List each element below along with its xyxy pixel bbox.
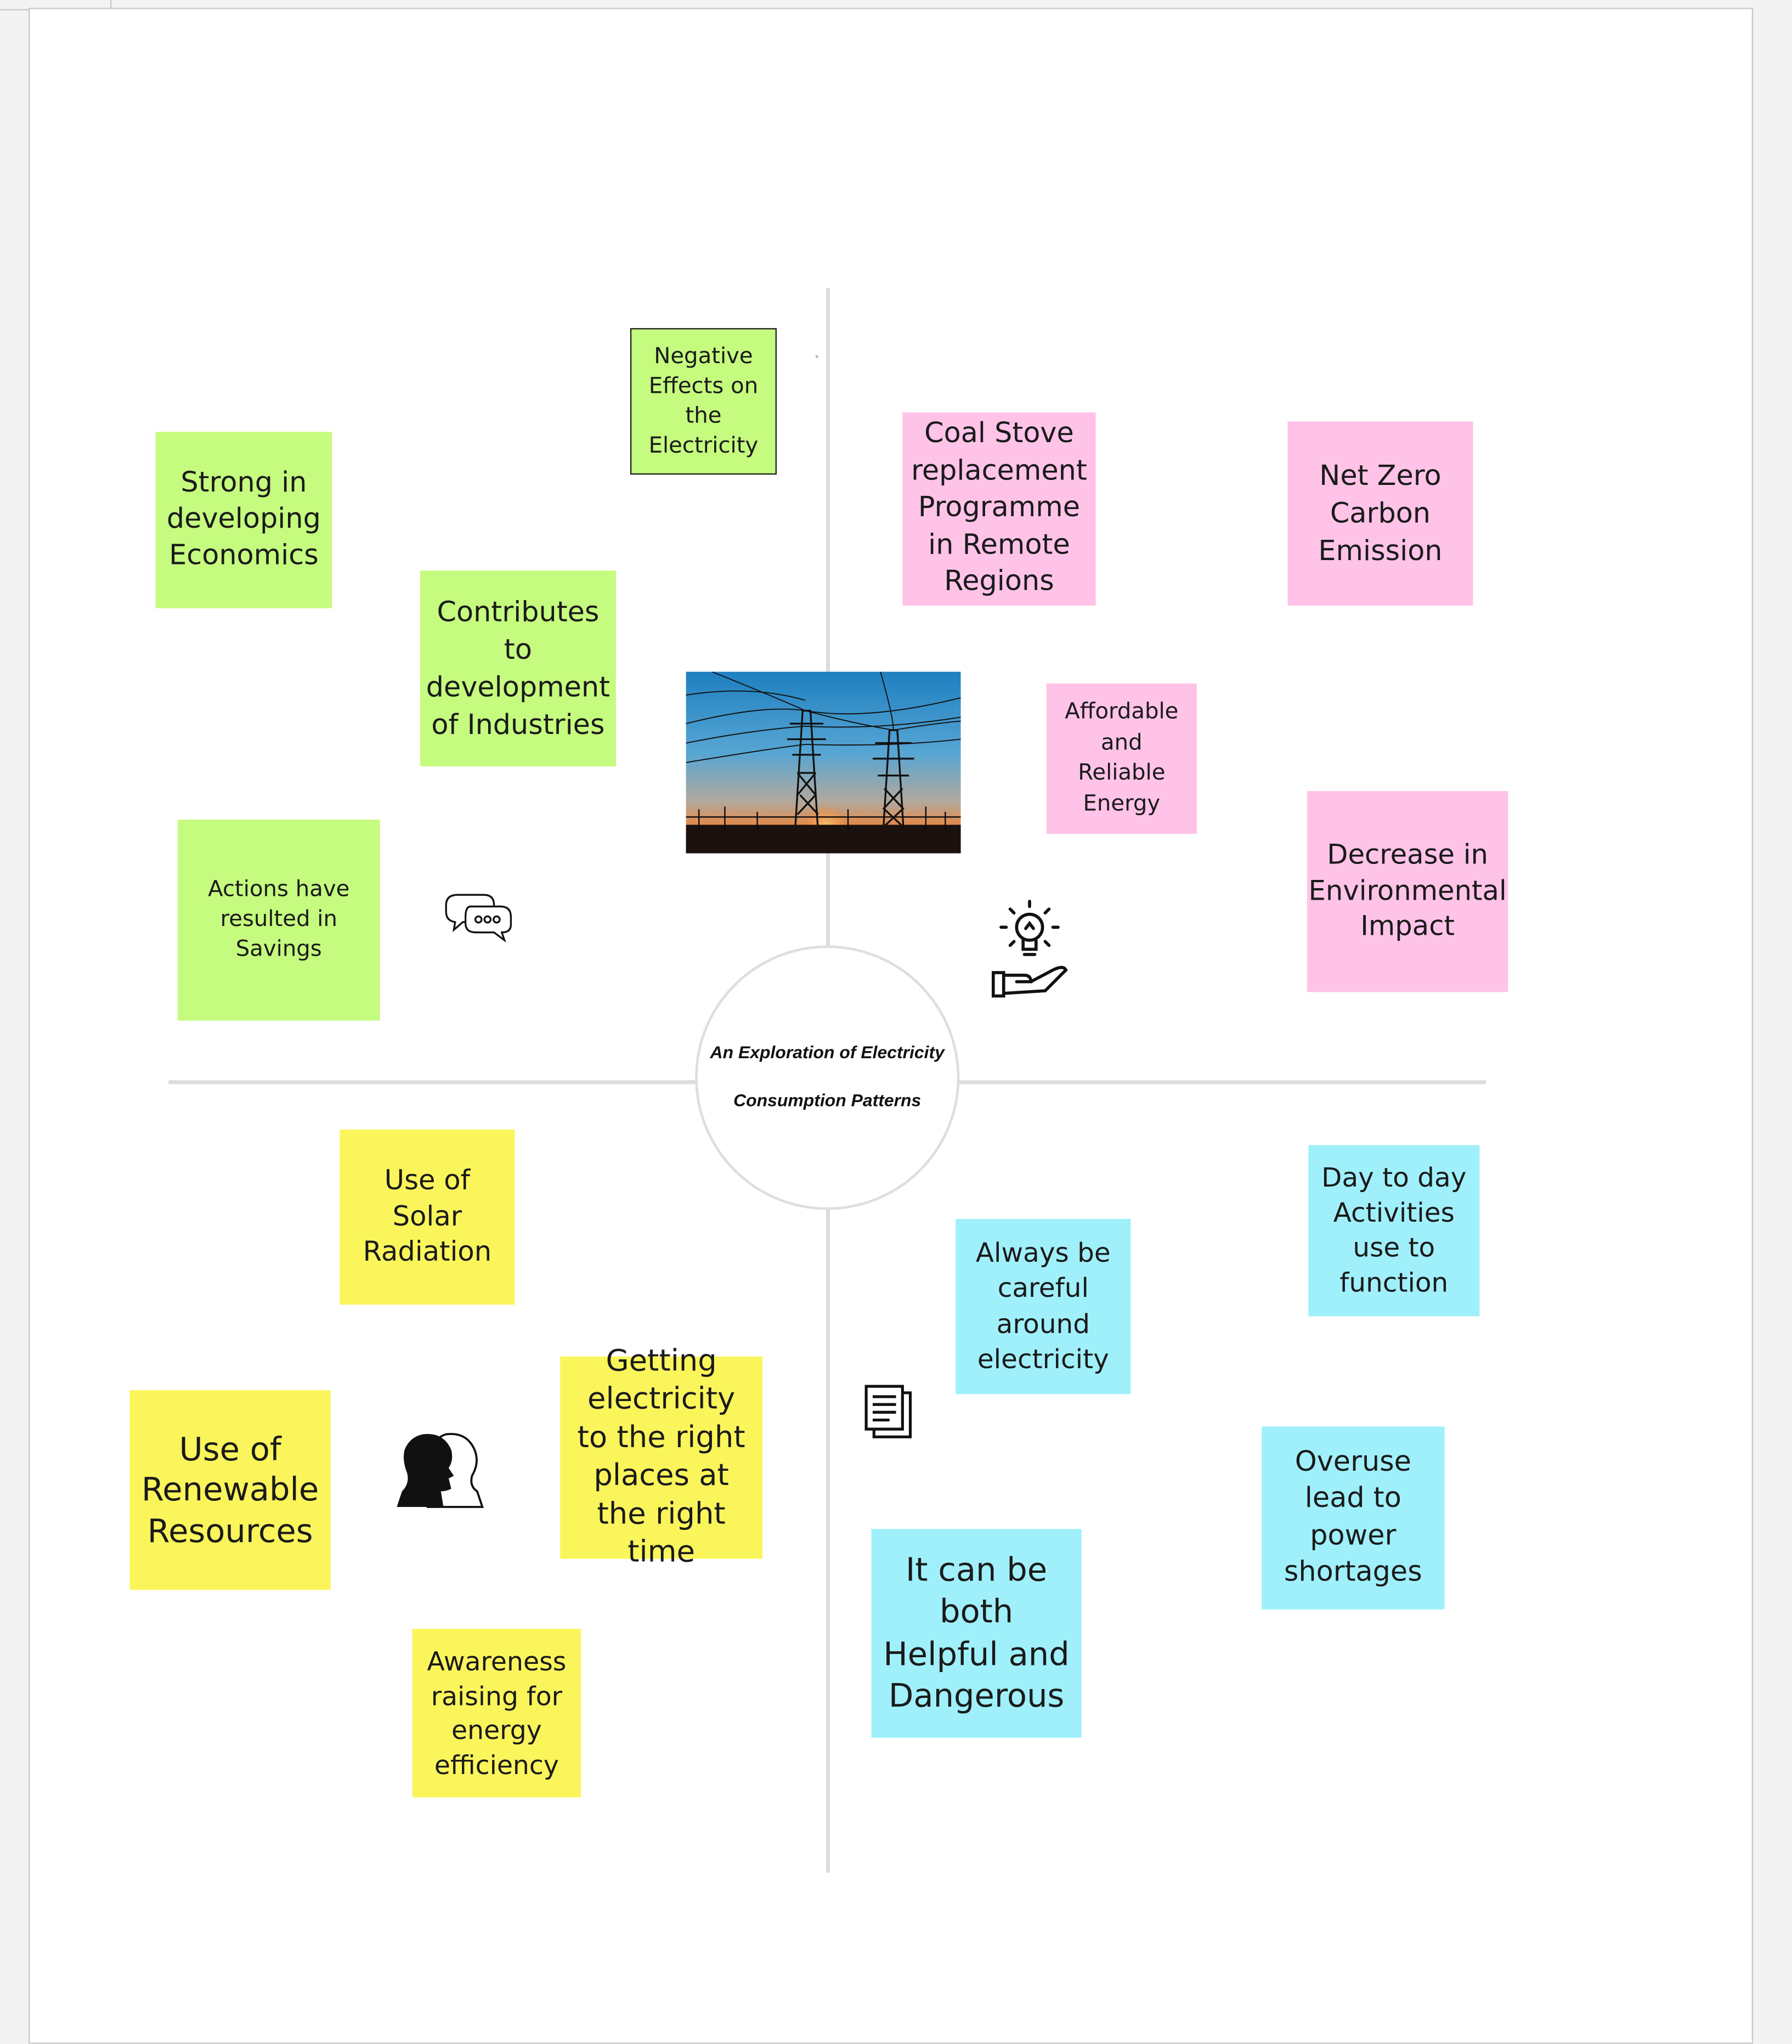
lightbulb-hand-icon (988, 895, 1071, 1001)
sticky-note-solar-radiation[interactable]: Use of Solar Radiation (340, 1130, 515, 1305)
sticky-note-helpful-dangerous[interactable]: It can be both Helpful and Dangerous (871, 1529, 1082, 1738)
sticky-note-affordable-energy[interactable]: Affordable and Reliable Energy (1046, 683, 1197, 834)
stray-dot (815, 355, 818, 358)
sticky-note-actions-savings[interactable]: Actions have resulted in Savings (177, 820, 380, 1021)
power-pylons-sunset-image[interactable] (686, 671, 961, 854)
center-topic-circle[interactable] (695, 945, 960, 1210)
horizontal-axis-left (168, 1080, 698, 1085)
sticky-note-decrease-impact[interactable]: Decrease in Environmental Impact (1307, 791, 1508, 992)
documents-icon (861, 1382, 918, 1442)
sticky-note-right-places[interactable]: Getting electricity to the right places … (560, 1344, 763, 1569)
two-heads-icon (394, 1429, 485, 1510)
sticky-note-renewable-resources[interactable]: Use of Renewable Resources (129, 1390, 331, 1590)
sticky-note-contributes-industries[interactable]: Contributes to development of Industries (420, 571, 616, 767)
sticky-note-negative-effects[interactable]: Negative Effects on the Electricity (630, 328, 777, 475)
vertical-axis-top (826, 287, 830, 950)
sticky-note-strong-economics[interactable]: Strong in developing Economics (155, 432, 332, 608)
horizontal-axis-right (957, 1080, 1486, 1085)
sticky-note-coal-stove[interactable]: Coal Stove replacement Programme in Remo… (902, 412, 1096, 606)
sticky-note-careful[interactable]: Always be careful around electricity (956, 1219, 1131, 1394)
center-title-line-2: Consumption Patterns (733, 1091, 922, 1110)
center-title-line-1: An Exploration of Electricity (710, 1042, 945, 1063)
sticky-note-day-to-day[interactable]: Day to day Activities use to function (1308, 1145, 1480, 1317)
sticky-note-net-zero[interactable]: Net Zero Carbon Emission (1287, 421, 1473, 606)
vertical-axis-bottom (826, 1207, 830, 1873)
sticky-note-awareness[interactable]: Awareness raising for energy efficiency (412, 1629, 581, 1798)
chat-bubbles-icon (442, 890, 515, 944)
sticky-note-overuse[interactable]: Overuse lead to power shortages (1262, 1426, 1445, 1610)
